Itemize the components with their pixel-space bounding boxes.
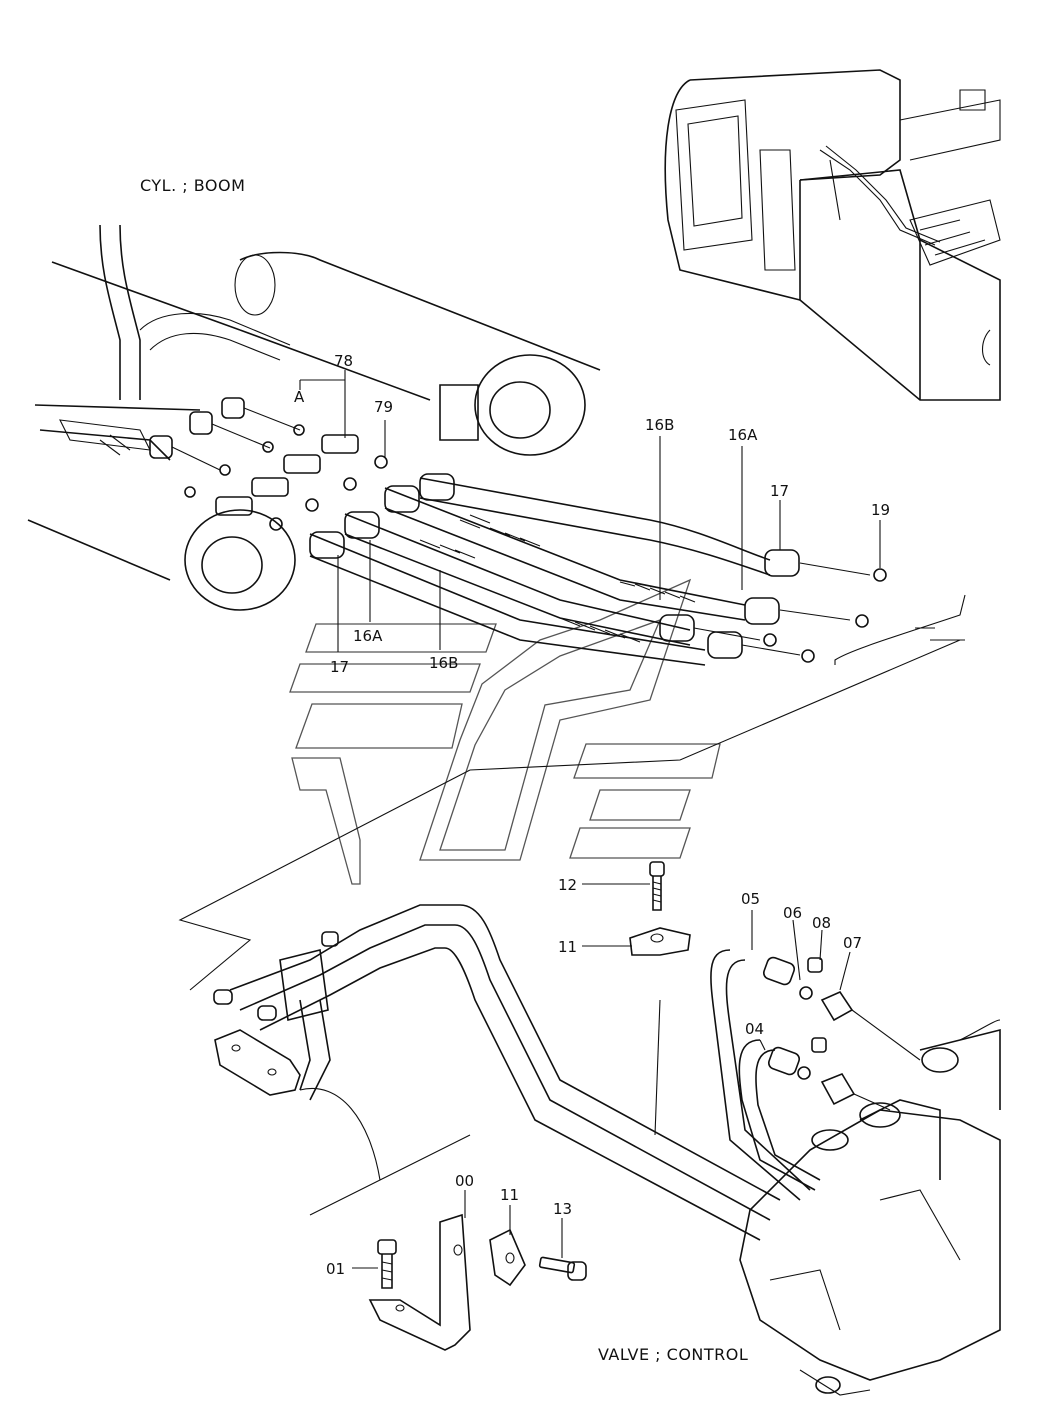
section-break — [178, 639, 961, 991]
hoses — [309, 473, 966, 666]
callout-01: 01 — [326, 1260, 345, 1278]
callout-17-top: 17 — [770, 482, 789, 500]
callout-79: 79 — [374, 398, 393, 416]
callout-16a-top: 16A — [728, 426, 758, 444]
watermark-logo — [289, 578, 721, 885]
clamp-bolt-upper — [629, 861, 691, 956]
callout-08: 08 — [812, 914, 831, 932]
callout-04: 04 — [745, 1020, 764, 1038]
callout-05: 05 — [741, 890, 760, 908]
caption-boom-cylinder: CYL. ; BOOM — [140, 176, 245, 195]
callout-12: 12 — [558, 876, 577, 894]
callout-11-upper: 11 — [558, 938, 577, 956]
bracket-detail — [309, 1134, 587, 1351]
callout-17-bottom: 17 — [330, 658, 349, 676]
callout-07: 07 — [843, 934, 862, 952]
excavator-inset — [664, 69, 1001, 401]
callout-11-lower: 11 — [500, 1186, 519, 1204]
callout-a: A — [294, 388, 305, 406]
callout-16b-top: 16B — [645, 416, 674, 434]
callout-16b-bottom: 16B — [429, 654, 458, 672]
callout-00: 00 — [455, 1172, 474, 1190]
clamp-bracket — [213, 931, 381, 1181]
caption-control-valve: VALVE ; CONTROL — [598, 1345, 748, 1364]
pipe-assembly — [229, 904, 921, 1241]
leader-lines — [299, 370, 881, 1269]
callout-78: 78 — [334, 352, 353, 370]
control-valve — [739, 1019, 1001, 1396]
boom-cylinder-assembly — [27, 224, 601, 611]
callout-06: 06 — [783, 904, 802, 922]
hose-fittings-left — [149, 397, 388, 531]
callout-19: 19 — [871, 501, 890, 519]
callout-16a-bottom: 16A — [353, 627, 383, 645]
callout-13: 13 — [553, 1200, 572, 1218]
